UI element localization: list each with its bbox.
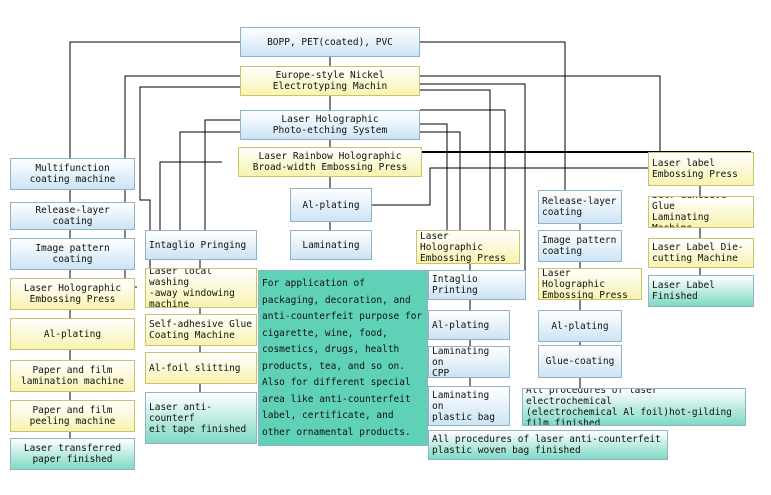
box-woven-bag-finished: All procedures of laser anti-counterfeit… [428,430,668,460]
connector [420,131,461,230]
box-embossing-mid: Laser Holographic Embossing Press [416,230,520,264]
box-self-adhesive-laminating: Self-adhesive Glue Laminating Machine [648,196,754,228]
box-image-pattern-right: Image pattern coating [538,230,622,262]
box-al-plating-mid: Al-plating [428,310,510,340]
box-bopp: BOPP, PET(coated), PVC [240,27,420,57]
box-laminating-plastic-bag: Laminating on plastic bag [428,386,510,426]
box-rainbow-embossing: Laser Rainbow Holographic Broad-width Em… [238,147,422,177]
box-al-plating-left: Al-plating [10,318,135,350]
box-label-embossing: Laser label Embossing Press [648,152,754,186]
connector [420,83,526,280]
connector [420,41,566,190]
box-release-layer-right: Release-layer coating [538,190,622,224]
box-glue-coating: Glue-coating [538,345,622,378]
box-paper-film-peeling: Paper and film peeling machine [10,400,135,432]
box-al-plating-center: Al-plating [290,188,372,222]
connector [420,109,506,230]
box-image-pattern-left: Image pattern coating [10,238,135,270]
box-electrochemical-finished: All procedures of laser electrochemical … [522,388,746,426]
box-multifunction-coating: Multifunction coating machine [10,158,135,190]
box-glue-coating-machine: Self-adhesive Glue Coating Machine [145,314,257,346]
box-intaglio-pringing: Intaglio Pringing [145,230,257,260]
connector [204,119,240,230]
box-nickel-electrotyping: Europe-style Nickel Electrotyping Machin [240,66,420,96]
connector [420,75,661,152]
box-laminating-center: Laminating [290,230,372,260]
box-label-die-cutting: Laser Label Die- cutting Machine [648,238,754,268]
box-paper-film-lamination: Paper and film lamination machine [10,360,135,392]
box-photo-etching: Laser Holographic Photo-etching System [240,110,420,140]
box-intaglio-printing: Intaglio Printing [428,270,526,300]
box-anti-counterfeit-tape: Laser anti-counterf eit tape finished [145,392,257,444]
connector [179,131,240,230]
connector [139,86,240,268]
box-release-layer-left: Release-layer coating [10,202,135,230]
box-transferred-paper-finished: Laser transferred paper finished [10,438,135,470]
box-al-plating-right: Al-plating [538,310,622,342]
box-application-text: For application of packaging, decoration… [258,270,428,446]
box-laminating-cpp: Laminating on CPP [428,346,510,378]
box-label-finished: Laser Label Finished [648,275,754,307]
box-laser-washing: Laser local washing -away windowing mach… [145,268,257,308]
connector [69,41,240,158]
connector [159,161,222,230]
box-al-foil-slitting: Al-foil slitting [145,352,257,384]
box-embossing-left: Laser Holographic Embossing Press [10,278,135,310]
connector [420,123,448,230]
connector [420,89,491,230]
box-embossing-right: Laser Holographic Embossing Press [538,268,642,300]
connector [370,167,648,206]
